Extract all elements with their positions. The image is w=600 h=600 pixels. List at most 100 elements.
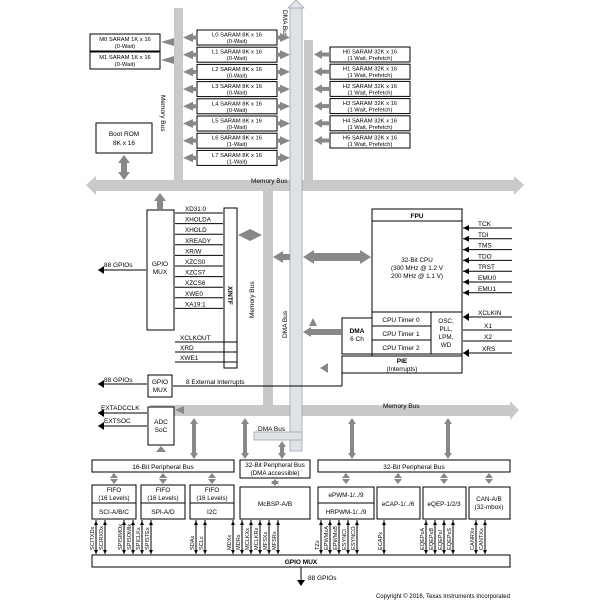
fpu-label: FPU [411,213,424,220]
xclkin-arrow [463,313,469,321]
pin-arrow-down-3 [131,550,135,554]
m0-wait: (0-Wait) [115,44,135,50]
pin-label-15: EPWMxA [324,526,330,550]
bus-arrow-1-shaft [192,424,196,454]
pin-arrow-up-20 [424,521,428,525]
spi-module [140,502,186,520]
memory-bus-arrow-left [86,176,96,195]
gpio-mux-label-2: MUX [153,269,168,276]
pie-block [341,355,463,374]
pin-arrow-down-2 [122,550,126,554]
bus-arrow-1-down [190,453,198,459]
l-block-4-wait: (0-Wait) [227,108,247,114]
dma-bus-label-1: DMA Bus [281,10,288,38]
pin-label-24: CANRXx [470,527,476,550]
memory-bus-vertical-left [174,8,183,180]
h-block-2-wait: (1 Wait, Prefetch) [348,90,393,96]
l-block-5-name: L5 SARAM 8K x 16 [212,119,262,125]
pie-label-1: PIE [397,358,408,365]
pin-arrow-down-4 [140,550,144,554]
peripheral-bus-32-dma-label-2: (DMA accessible) [251,470,300,477]
gpio-mux-bus-arrow [154,193,166,209]
pie-arrow [320,363,328,373]
cpu-line-3: 200 MHz @ 1.1 V) [391,273,443,280]
sci-fifo-label-2: (16 Levels) [98,495,129,502]
m1-wait: (0-Wait) [115,62,135,68]
l-block-3-arrow-right-shaft [277,87,280,92]
cpu-timer-1-label: CPU Timer 1 [382,331,420,338]
gpio-88-label: 88 GPIOs [104,262,133,269]
cpu-signal-arrow-1 [463,235,469,242]
can-module [468,486,511,520]
cpu-signal-6: EMU1 [478,286,496,293]
pin-label-20: EQEPxA [420,528,426,550]
l-block-4-arrow-right [280,101,290,111]
memory-bus-label-4: Memory Bus [383,403,420,410]
peripheral-bus-16-label: 16-Bit Peripheral Bus [132,464,194,471]
cpu-signal-arrow-6 [463,289,469,296]
h-block-1-arrow [314,67,322,77]
pin-arrow-down-14 [319,550,323,554]
spi-fifo-label-1: FIFO [156,487,170,494]
mcbsp-module [239,486,311,520]
cpu-memory-bus-shaft [283,254,290,260]
l-block-0-wait: (0-Wait) [227,39,247,45]
adc-down-arrow [156,446,166,452]
peripheral-bus-arrows [110,473,493,486]
m0-block [89,33,161,52]
sci-label: SCI-A/B/C [99,509,129,516]
h-block-5-arrow-shaft [322,138,330,143]
pin-arrow-down-13 [276,550,280,554]
cpu-timer-2-label: CPU Timer 2 [382,345,420,352]
cpu-line-1: 32-Bit CPU [401,257,433,264]
bus-arrow-2-shaft [243,424,247,454]
pin-arrow-up-23 [451,521,455,525]
can-label-2: (32-mbox) [475,504,504,511]
l-block-1-arrow-right-shaft [277,52,280,57]
xintf-signal-5: XZCS0 [185,259,206,266]
pin-arrow-down-7 [203,550,207,554]
extadcclk-arrow [98,409,104,417]
pin-arrow-down-5 [149,550,153,554]
gpio-88-arrow-2 [98,380,104,388]
memory-bus-lower-arrow [510,401,519,420]
l-block-7-arrow-left [183,153,193,163]
xintf-signals: XD31:0XHOLDAXHOLDXREADYXR/WXZCS0XZCS7XZC… [175,206,223,309]
bus-arrow-5 [444,418,452,424]
dma-bus-arrow-shaft [311,329,341,335]
pin-arrow-up-17 [346,521,350,525]
bus-arrow-4-shaft [350,424,354,454]
dma-bus-label-2: DMA Bus [282,310,289,338]
h-block-3-arrow-shaft [322,104,330,109]
cpu-signal-1: TDI [478,232,489,239]
pin-arrow-up-0 [94,521,98,525]
can-label-1: CAN-A/B [476,496,502,503]
periph-arrow-up-4 [342,473,350,478]
m1-block [89,51,161,70]
sci-module [91,502,137,520]
adc-bus-arrow [175,406,184,414]
l-block-6-arrow-left [183,136,193,146]
ecap-module [376,486,421,520]
h-blocks: H0 SARAM 32K x 16(1 Wait, Prefetch)H1 SA… [314,46,411,149]
xintf-output-0: XCLKOUT [180,335,211,342]
adc-label-2: SoC [155,427,168,434]
bottom-gpios-label: 88 GPIOs [308,575,337,582]
adc-label-1: ADC [154,419,168,426]
x1-label: X1 [484,323,492,330]
memory-bus-label-2: Memory Bus [251,178,288,185]
pin-arrow-down-17 [346,550,350,554]
l-block-6-arrow-right-shaft [277,138,280,143]
x2-label: X2 [484,334,492,341]
pin-label-4: SPICLKx [136,527,142,550]
h-block-4-name: H4 SARAM 32K x 16 [343,118,397,124]
periph-arrow-down-4 [342,479,350,484]
pin-label-0: SCITXDx [90,526,96,550]
pin-arrow-up-5 [149,521,153,525]
xrs-arrow [463,349,469,357]
l-block-2-arrow-right [280,67,290,77]
i2c-fifo-label-2: (16 Levels) [196,495,227,502]
m-blocks: M0 SARAM 1K x 16 (0-Wait) M1 SARAM 1K x … [89,33,174,70]
xintf-bus-arrow-right [250,229,262,241]
l-block-1-arrow-right [280,50,290,60]
